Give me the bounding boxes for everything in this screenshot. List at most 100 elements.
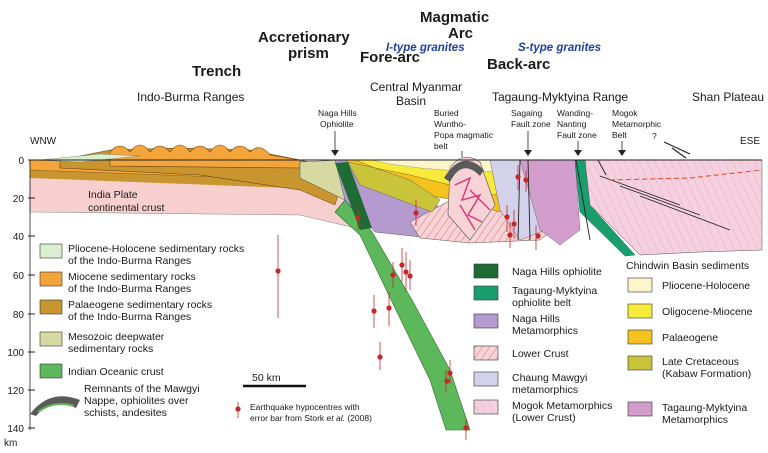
depth-axis: 0 20 40 60 80 100 120 140 km (4, 156, 35, 449)
legend-earthquake-l1: Earthquake hypocentres with (250, 402, 360, 412)
folded-sediments (109, 144, 301, 169)
legend-tagaung-metamorphics-l1: Tagaung-Myktyina (662, 402, 747, 414)
depth-tick-120: 120 (7, 386, 24, 397)
mawgyi-nappe-remnant (444, 160, 484, 182)
depth-tick-60: 60 (13, 271, 25, 282)
legend-palaeogene-l1: Palaeogene sedimentary rocks (68, 299, 212, 311)
heading-back-arc: Back-arc (487, 56, 550, 73)
section-body (29, 144, 763, 431)
legend-pliocene-holocene-l1: Pliocene-Holocene sedimentary rocks (68, 243, 244, 255)
magmatic-intrusions (454, 176, 491, 231)
legend-chaung-mawgyi-l2: metamorphics (512, 384, 578, 396)
callout-sagaing-fault-zone: Fault zone (511, 119, 551, 129)
legend-mogok-l1: Mogok Metamorphics (512, 400, 612, 412)
callout-mogok-belt: Belt (612, 130, 627, 140)
legend-swatch-late-cretaceous (627, 355, 653, 371)
callout-nanting: Nanting (557, 119, 587, 129)
callout-buried: Buried (434, 108, 459, 118)
scale-bar: 50 km (243, 372, 306, 388)
heading-magmatic: Magmatic (420, 9, 489, 26)
legend-naga-metamorphics-l2: Metamorphics (512, 325, 578, 337)
legend-late-cretaceous-l1: Late Cretaceous (662, 356, 739, 368)
callout-wanding-fault-zone: Fault zone (557, 130, 597, 140)
magmatic-belt (447, 156, 496, 241)
callout-belt: belt (434, 141, 448, 151)
legend-swatch-miocene (39, 271, 63, 287)
legend-oceanic-crust: Indian Oceanic crust (68, 366, 164, 378)
callout-question-mark: ? (652, 131, 657, 141)
heading-trench: Trench (192, 63, 241, 80)
legend-swatch-mesozoic (39, 331, 63, 347)
depth-tick-0: 0 (18, 156, 24, 167)
legend-swatch-mawgyi-nappe (30, 396, 80, 416)
legend-late-cretaceous-l2: (Kabaw Formation) (662, 368, 751, 380)
depth-unit: km (4, 438, 17, 449)
legend-swatch-tagaung-ophiolite (473, 285, 499, 301)
legend-mawgyi-l1: Remnants of the Mawgyi (84, 383, 200, 395)
legend-mogok-l2: (Lower Crust) (512, 412, 576, 424)
legend-miocene-l2: of the Indo-Burma Ranges (68, 283, 191, 295)
thrust-arrow-east (663, 141, 691, 159)
legend-chindwin-pliocene: Pliocene-Holocene (662, 280, 750, 292)
depth-tick-40: 40 (13, 232, 25, 243)
legend-miocene-l1: Miocene sedimentary rocks (68, 271, 196, 283)
label-i-type-granites: I-type granites (386, 42, 465, 54)
legend-naga-ophiolite: Naga Hills ophiolite (512, 266, 602, 278)
legend-pliocene-holocene-l2: of the Indo-Burma Ranges (68, 255, 191, 267)
legend-tagaung-metamorphics-l2: Metamorphics (662, 414, 728, 426)
legend-mesozoic-l1: Mesozoic deepwater (68, 331, 165, 343)
legend-swatch-lower-crust (473, 345, 499, 361)
legend-chindwin-palaeogene: Palaeogene (662, 332, 718, 344)
tectonic-headings: Trench Accretionary prism Magmatic Arc I… (192, 9, 601, 80)
legend-swatch-naga-metamorphics (473, 313, 499, 329)
legend-swatch-palaeogene (39, 299, 63, 315)
callout-metamorphic: Metamorphic (612, 119, 662, 129)
legend-earthquake: Earthquake hypocentres with error bar fr… (235, 402, 372, 423)
legend-middle: Naga Hills ophiolite Tagaung-Myktyina op… (473, 263, 612, 424)
palaeogene-strip (30, 168, 300, 188)
feature-callouts: Naga Hills Ophiolite Buried Wuntho- Popa… (30, 108, 760, 214)
heading-prism: prism (288, 45, 329, 62)
label-continental-crust: continental crust (88, 202, 165, 214)
depth-tick-20: 20 (13, 194, 25, 205)
legend-lower-crust: Lower Crust (512, 348, 569, 360)
callout-popa: Popa magmatic (434, 130, 494, 140)
region-basin: Basin (396, 94, 426, 108)
callout-ophiolite: Ophiolite (320, 119, 354, 129)
legend-chaung-mawgyi-l1: Chaung Mawgyi (512, 372, 587, 384)
earthquake-hypocentres (275, 165, 541, 440)
region-labels: Indo-Burma Ranges Central Myanmar Basin … (137, 80, 764, 108)
legend-swatch-naga-ophiolite (473, 263, 499, 279)
legend-mawgyi-l2: Nappe, ophiolites over (84, 395, 189, 407)
callout-naga-hills: Naga Hills (318, 108, 357, 118)
depth-tick-140: 140 (7, 424, 24, 435)
legend-swatch-tagaung-metamorphics (627, 401, 653, 417)
callout-wanding: Wanding- (557, 108, 593, 118)
naga-hills-ophiolite (335, 162, 372, 230)
callout-sagaing: Sagaing (511, 108, 542, 118)
legend-swatch-mogok (473, 399, 499, 415)
moho-dashed (609, 169, 763, 181)
legend-mesozoic-l2: sedimentary rocks (68, 343, 153, 355)
region-shan-plateau: Shan Plateau (692, 90, 764, 104)
heading-arc: Arc (448, 25, 473, 42)
legend-tagaung-ophiolite-l2: ophiolite belt (512, 297, 571, 309)
legend-naga-metamorphics-l1: Naga Hills (512, 313, 560, 325)
kabaw-formation (347, 161, 441, 213)
legend-mawgyi-l3: schists, andesites (84, 407, 167, 419)
region-tagaung-range: Tagaung-Myktyina Range (492, 90, 628, 104)
legend-palaeogene-l2: of the Indo-Burma Ranges (68, 311, 191, 323)
callout-mogok: Mogok (612, 108, 638, 118)
label-s-type-granites: S-type granites (518, 42, 601, 54)
legend-swatch-pliocene-holocene (39, 243, 63, 259)
legend-tagaung-ophiolite-l1: Tagaung-Myktyina (512, 285, 597, 297)
legend-swatch-chaung-mawgyi (473, 371, 499, 387)
region-indo-burma: Indo-Burma Ranges (137, 90, 244, 104)
legend-swatch-chindwin-pliocene (627, 277, 653, 293)
region-central-myanmar: Central Myanmar (370, 80, 462, 94)
direction-west: WNW (30, 136, 57, 147)
direction-east: ESE (740, 136, 760, 147)
scale-bar-label: 50 km (252, 372, 281, 384)
depth-tick-100: 100 (7, 348, 24, 359)
